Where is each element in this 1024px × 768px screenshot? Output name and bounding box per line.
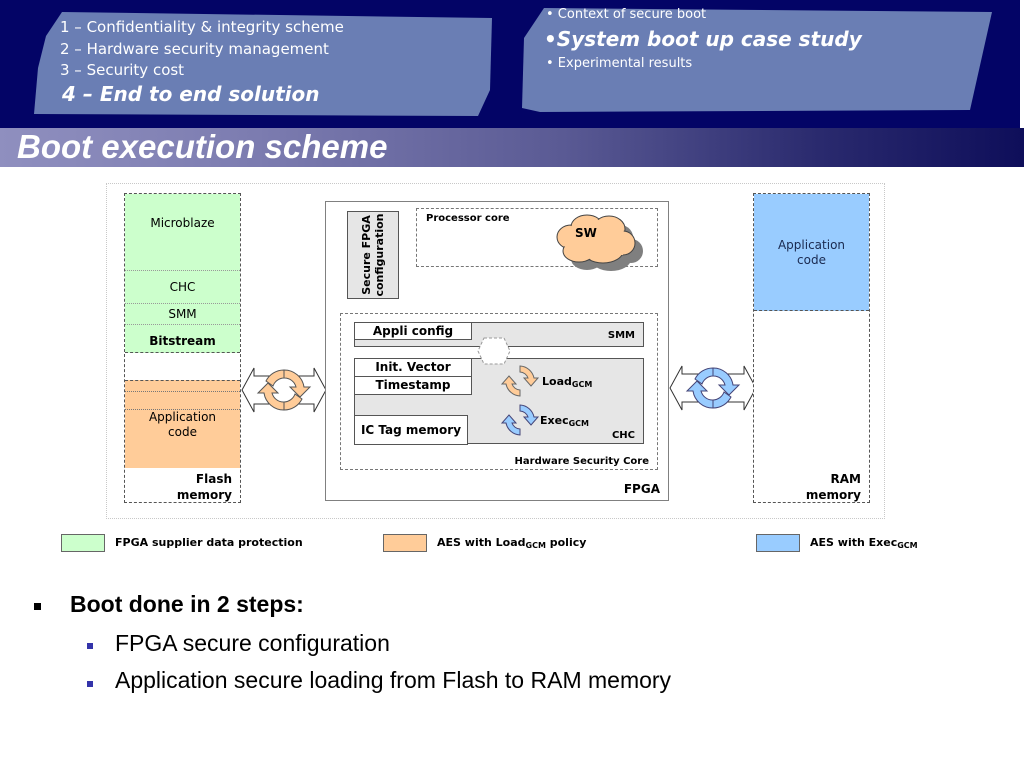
legend-item-aes-exec: AES with ExecGCM — [810, 536, 918, 550]
fpga-label: FPGA — [623, 482, 660, 496]
agenda-item-2[interactable]: 2 – Hardware security management — [60, 40, 329, 58]
flash-block-chc: CHC — [125, 271, 240, 304]
flash-fpga-transfer-arrow — [241, 367, 327, 413]
agenda-item-1[interactable]: 1 – Confidentiality & integrity scheme — [60, 18, 344, 36]
subsection-item-1[interactable]: • Context of secure boot — [546, 7, 707, 22]
ram-memory: Application code RAM memory — [753, 193, 870, 503]
title-bar: Boot execution scheme — [0, 128, 1024, 167]
load-gcm-cycle-icon — [501, 365, 539, 397]
ram-label-line2: memory — [805, 488, 861, 502]
legend-swatch-blue — [756, 534, 800, 552]
flash-block-smm: SMM — [125, 304, 240, 325]
legend-item-aes-load: AES with LoadGCM policy — [437, 536, 586, 550]
hardware-security-core-box: Hardware Security Core — [340, 313, 658, 470]
agenda-panel-shape — [34, 12, 492, 116]
ram-block-app-code: Application code — [754, 194, 869, 311]
load-sub: GCM — [571, 380, 593, 389]
smm-label: SMM — [168, 307, 197, 321]
bullet-square-icon — [34, 603, 41, 610]
flash-block-app-code: Application code — [125, 380, 240, 468]
subsection-panel-shape — [522, 8, 992, 112]
secure-config-line1: Secure FPGA — [360, 215, 373, 295]
bitstream-label: Bitstream — [149, 334, 216, 348]
legend-swatch-orange — [383, 534, 427, 552]
ram-label-line1: RAM — [830, 472, 861, 486]
legend-sub-1: GCM — [525, 541, 546, 550]
agenda-panel: 1 – Confidentiality & integrity scheme 2… — [20, 8, 496, 120]
flash-block-bitstream: Bitstream — [125, 325, 240, 353]
boot-diagram — [106, 183, 885, 519]
smm-block-label: SMM — [607, 330, 635, 341]
sub-bullet-1: FPGA secure configuration — [115, 630, 390, 656]
hsc-label: Hardware Security Core — [514, 456, 649, 467]
sw-cloud-icon — [556, 214, 643, 271]
ic-tag-memory-box: IC Tag memory — [354, 415, 468, 445]
page-title: Boot execution scheme — [17, 128, 388, 165]
legend-item-supplier-protection: FPGA supplier data protection — [115, 536, 303, 549]
flash-label-line2: memory — [176, 488, 232, 502]
load-gcm-label: LoadGCM — [542, 375, 592, 389]
legend-label-0: FPGA supplier data protection — [115, 536, 303, 549]
sw-label: SW — [575, 226, 597, 240]
secure-config-line2: configuration — [373, 213, 386, 297]
appli-config-box: Appli config — [354, 322, 472, 340]
header-band: 1 – Confidentiality & integrity scheme 2… — [0, 0, 1024, 128]
timestamp-box: Timestamp — [354, 376, 472, 395]
fpga-ram-transfer-arrow — [669, 365, 757, 411]
chc-block-label: CHC — [611, 430, 635, 441]
processor-core-box: Processor core — [416, 208, 658, 267]
subsection-item-3[interactable]: • Experimental results — [546, 56, 693, 71]
sub-bullet-icon — [87, 681, 93, 687]
exec-cycle-icon-large — [685, 367, 741, 409]
secure-config-label: Secure FPGA configuration — [360, 213, 386, 296]
exec-sub: GCM — [568, 419, 589, 428]
flash-label-line1: Flash — [195, 472, 232, 486]
load-main: Load — [542, 375, 572, 388]
agenda-item-3[interactable]: 3 – Security cost — [60, 61, 185, 79]
legend-suffix-1: policy — [545, 536, 587, 549]
legend-label-1: AES with Load — [437, 536, 526, 549]
flash-sub-divider-2 — [125, 409, 240, 410]
secure-fpga-configuration-block: Secure FPGA configuration — [347, 211, 399, 299]
flash-sub-divider-1 — [125, 391, 240, 392]
bullet-main: Boot done in 2 steps: — [70, 591, 304, 617]
agenda-item-4-active[interactable]: 4 – End to end solution — [62, 82, 320, 106]
init-vector-box: Init. Vector — [354, 358, 472, 377]
flash-memory: Microblaze CHC SMM Bitstream Application… — [124, 193, 241, 503]
sub-bullet-2: Application secure loading from Flash to… — [115, 667, 672, 693]
flash-app-code-label: Application code — [148, 410, 217, 439]
processor-core-label: Processor core — [426, 213, 510, 224]
header-edge — [1020, 0, 1024, 128]
legend-sub-2: GCM — [897, 541, 918, 550]
flash-memory-label: Flash memory — [177, 471, 232, 503]
chc-label: CHC — [169, 280, 196, 294]
load-cycle-icon-large — [256, 369, 312, 411]
exec-gcm-cycle-icon — [501, 404, 539, 436]
exec-main: Exec — [540, 414, 569, 427]
legend-label-2: AES with Exec — [810, 536, 898, 549]
exec-gcm-label: ExecGCM — [540, 414, 589, 428]
legend-swatch-green — [61, 534, 105, 552]
subsection-item-2-active[interactable]: •System boot up case study — [544, 27, 862, 51]
ram-app-code-label: Application code — [777, 238, 846, 267]
sub-bullet-icon — [87, 643, 93, 649]
subsection-panel: • Context of secure boot •System boot up… — [520, 4, 996, 116]
smm-chc-bus-connector — [477, 337, 511, 365]
microblaze-label: Microblaze — [150, 216, 215, 230]
flash-block-microblaze: Microblaze — [125, 194, 240, 271]
ram-memory-label: RAM memory — [806, 471, 861, 503]
